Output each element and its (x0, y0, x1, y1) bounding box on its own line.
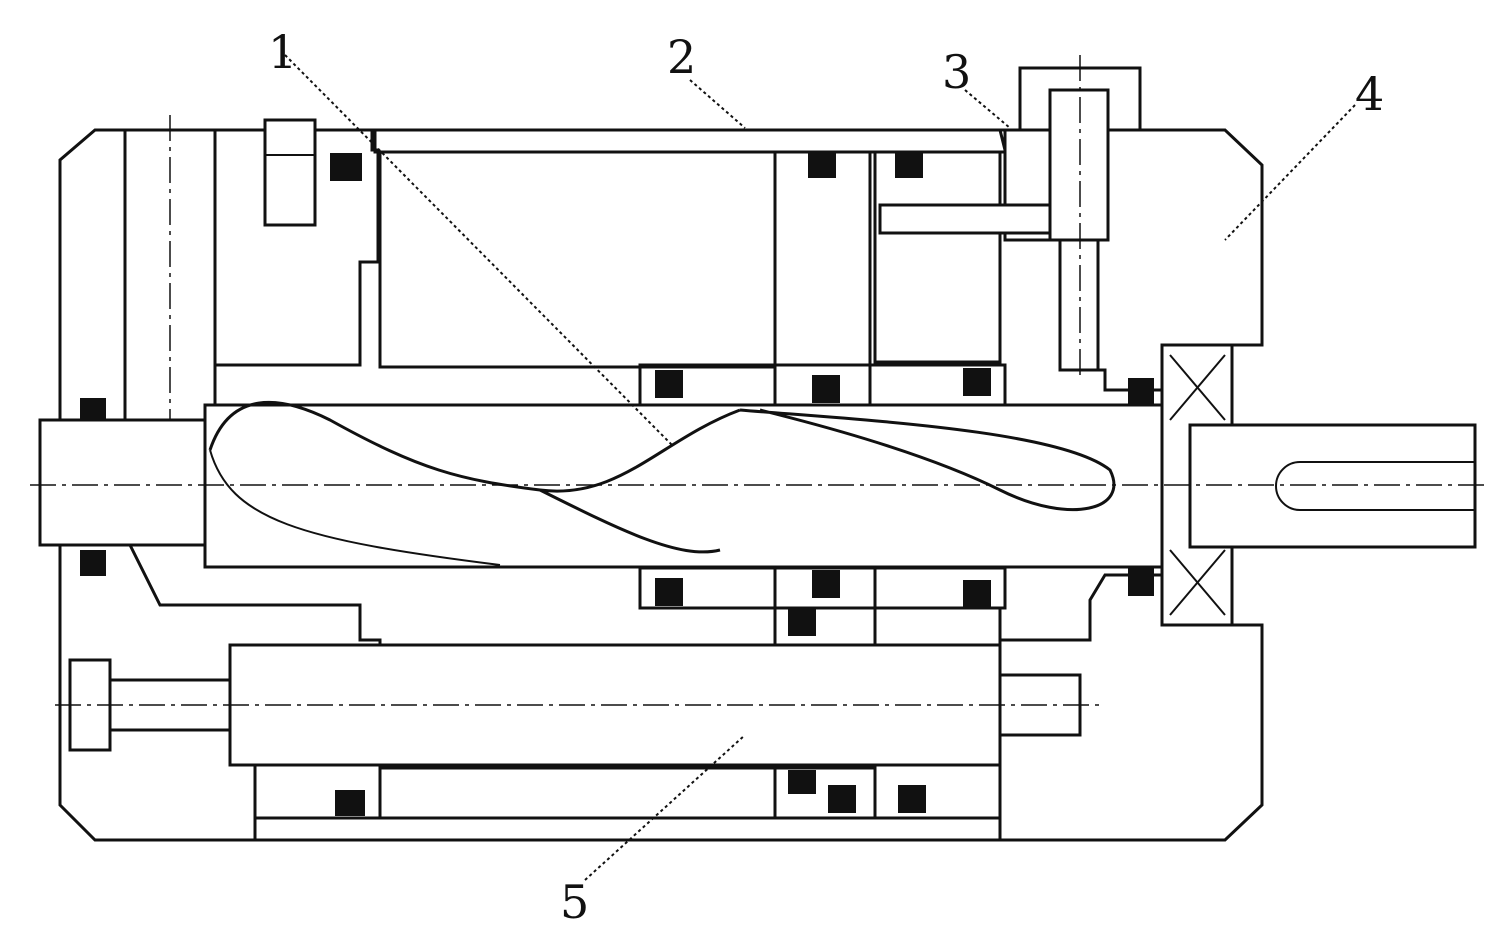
upper-barrel-wall (373, 128, 1007, 154)
seal (80, 398, 106, 420)
callouts: 1 2 3 4 5 (268, 25, 1384, 929)
plug-screw (1048, 88, 1110, 242)
right-bulkhead (873, 150, 1002, 364)
fittings (263, 66, 1142, 372)
piston-body (773, 150, 872, 409)
seal (1128, 378, 1154, 406)
seal (1128, 568, 1154, 596)
callout-4: 4 (1355, 67, 1384, 121)
shaft-body (203, 403, 1167, 569)
leader-4 (1224, 104, 1356, 241)
centerlines (30, 55, 1490, 706)
seal (963, 368, 991, 396)
callout-3: 3 (942, 45, 971, 99)
lower-barrel-wall (253, 816, 1002, 842)
seal (898, 785, 926, 813)
seal (655, 370, 683, 398)
leader-3 (964, 89, 1011, 129)
seal (808, 153, 836, 178)
seal (330, 153, 362, 181)
seal (655, 578, 683, 606)
seal (963, 580, 991, 608)
shaft-left-end (38, 418, 207, 547)
seal (895, 153, 923, 178)
seal (788, 770, 816, 794)
output-shaft (1188, 423, 1477, 549)
oil-passage (878, 203, 1062, 235)
seal (828, 785, 856, 813)
seal (788, 608, 816, 636)
upper-chamber (378, 150, 777, 369)
callout-2: 2 (667, 30, 696, 84)
seal (812, 375, 840, 403)
lower-chamber (378, 766, 777, 820)
leader-2 (689, 79, 746, 129)
callout-1: 1 (268, 25, 297, 79)
plug-bore (1058, 238, 1100, 372)
bleed-screw (263, 118, 317, 227)
seal (80, 550, 106, 576)
helical-shaft (38, 400, 1167, 569)
right-end-cap (998, 128, 1264, 392)
leader-1 (284, 54, 673, 446)
helix-groove (208, 400, 1116, 554)
callout-5: 5 (560, 875, 589, 929)
seal (335, 790, 365, 816)
seal (812, 570, 840, 598)
seals (80, 153, 1154, 816)
